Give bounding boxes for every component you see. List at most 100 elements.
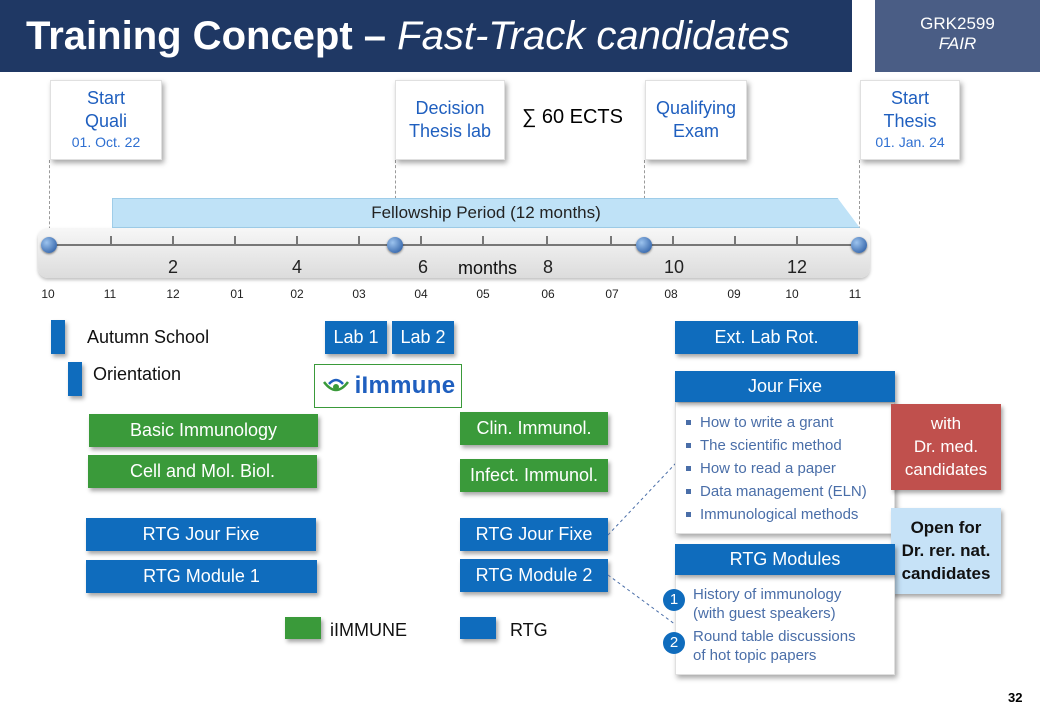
jour-fixe-topic: How to write a grant (684, 411, 894, 434)
timeline-tick (358, 236, 360, 244)
timeline-tick (546, 236, 548, 244)
dr-rer-nat-note: Open for Dr. rer. nat. candidates (891, 508, 1001, 594)
page-title: Training Concept – Fast-Track candidates (26, 12, 790, 60)
timeline-tick (110, 236, 112, 244)
timeline-tick (734, 236, 736, 244)
timeline-tick (482, 236, 484, 244)
timeline-bar (38, 228, 870, 278)
month-count-8: 8 (542, 257, 554, 277)
month-label: 06 (541, 287, 555, 301)
month-label: 05 (476, 287, 490, 301)
milestone-dot-exam (636, 237, 652, 253)
page-number: 32 (1008, 690, 1023, 705)
fellowship-period-band: Fellowship Period (12 months) (112, 198, 860, 228)
timeline-tick (672, 236, 674, 244)
module-number-badge: 1 (663, 589, 685, 611)
month-label: 09 (727, 287, 741, 301)
badge-line2: FAIR (938, 34, 977, 53)
module-2-line1: Round table discussions (693, 628, 856, 645)
timeline-tick (172, 236, 174, 244)
badge-line1: GRK2599 (920, 14, 995, 33)
month-label: 10 (41, 287, 55, 301)
iimmune-logo: iImmune (314, 364, 462, 408)
month-label: 08 (664, 287, 678, 301)
month-count-4: 4 (291, 257, 303, 277)
timeline-axis (48, 244, 860, 246)
jour-fixe-topic: Data management (ELN) (684, 480, 894, 503)
milestone-qualifying-exam: Qualifying Exam (645, 80, 747, 160)
jour-fixe-topic-list: How to write a grant The scientific meth… (676, 403, 894, 526)
month-label: 10 (785, 287, 799, 301)
timeline-tick (610, 236, 612, 244)
jour-fixe-topic: The scientific method (684, 434, 894, 457)
module-1-line2: (with guest speakers) (693, 605, 836, 622)
start-quali-date: 01. Oct. 22 (71, 134, 141, 150)
milestone-dot-decision (387, 237, 403, 253)
month-label: 11 (848, 287, 862, 301)
title-bar (0, 0, 852, 72)
autumn-school-marker (51, 320, 65, 354)
dr-rer-nat-line2: Dr. rer. nat. (901, 541, 991, 560)
start-thesis-line2: Thesis (883, 111, 937, 131)
start-quali-line2: Quali (84, 111, 128, 131)
module-number-badge: 2 (663, 632, 685, 654)
clin-immunol-box: Clin. Immunol. (460, 412, 608, 445)
orientation-label: Orientation (93, 364, 182, 384)
timeline-tick (296, 236, 298, 244)
legend-iimmune-label: iIMMUNE (330, 620, 407, 640)
jour-fixe-topic: Immunological methods (684, 503, 894, 526)
rtg-modules-panel (675, 574, 895, 675)
month-label: 04 (414, 287, 428, 301)
month-count-2: 2 (167, 257, 179, 277)
basic-immunology-box: Basic Immunology (89, 414, 318, 447)
decision-line1: Decision (415, 98, 485, 118)
month-count-12: 12 (786, 257, 808, 277)
program-badge: GRK2599 FAIR (875, 0, 1040, 72)
rtg-modules-header: RTG Modules (675, 544, 895, 575)
module-item-1: History of immunology (with guest speake… (693, 585, 841, 623)
qualifying-line1: Qualifying (655, 98, 737, 118)
rtg-module-1-box: RTG Module 1 (86, 560, 317, 593)
start-quali-line1: Start (86, 88, 125, 108)
infect-immunol-box: Infect. Immunol. (460, 459, 608, 492)
qualifying-line2: Exam (672, 121, 719, 141)
timeline-tick (796, 236, 798, 244)
month-count-10: 10 (663, 257, 685, 277)
timeline-tick (420, 236, 422, 244)
dr-rer-nat-line1: Open for (910, 518, 982, 537)
ext-lab-rotation-box: Ext. Lab Rot. (675, 321, 858, 354)
jour-fixe-topic: How to read a paper (684, 457, 894, 480)
module-item-2: Round table discussions of hot topic pap… (693, 627, 856, 665)
iimmune-logo-text: iImmune (354, 372, 456, 399)
milestone-line-start (49, 160, 50, 250)
start-thesis-date: 01. Jan. 24 (875, 134, 945, 150)
months-label: months (458, 258, 518, 278)
rtg-jour-fixe-1-box: RTG Jour Fixe (86, 518, 316, 551)
month-count-6: 6 (417, 257, 429, 277)
jour-fixe-header: Jour Fixe (675, 371, 895, 402)
legend-rtg-swatch (460, 617, 496, 639)
cell-mol-biol-box: Cell and Mol. Biol. (88, 455, 317, 488)
ects-total: ∑ 60 ECTS (522, 106, 623, 128)
month-label: 01 (230, 287, 244, 301)
iimmune-logo-icon (322, 378, 349, 392)
lab-2-box: Lab 2 (392, 321, 454, 354)
decision-line2: Thesis lab (408, 121, 492, 141)
title-italic: Fast-Track candidates (397, 14, 790, 58)
month-label: 07 (605, 287, 619, 301)
legend-iimmune-swatch (285, 617, 321, 639)
module-1-line1: History of immunology (693, 586, 842, 603)
milestone-line-thesis (859, 160, 860, 250)
autumn-school-label: Autumn School (87, 327, 210, 347)
lab-1-box: Lab 1 (325, 321, 387, 354)
start-thesis-line1: Start (890, 88, 929, 108)
module-2-line2: of hot topic papers (693, 647, 817, 664)
rtg-jour-fixe-2-box: RTG Jour Fixe (460, 518, 608, 551)
month-label: 02 (290, 287, 304, 301)
rtg-module-2-box: RTG Module 2 (460, 559, 608, 592)
dr-rer-nat-line3: candidates (901, 564, 991, 583)
orientation-marker (68, 362, 82, 396)
milestone-start-quali: Start Quali 01. Oct. 22 (50, 80, 162, 160)
legend-rtg-label: RTG (510, 620, 548, 640)
